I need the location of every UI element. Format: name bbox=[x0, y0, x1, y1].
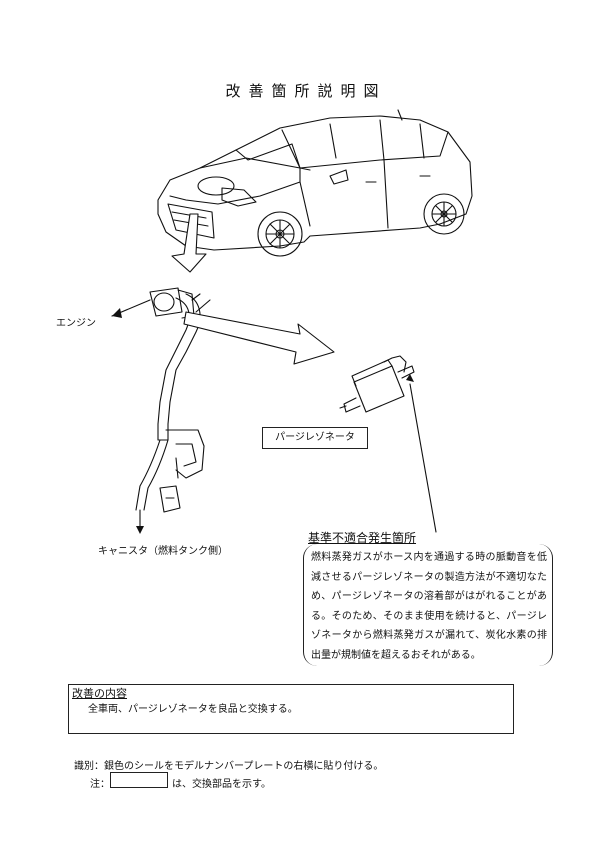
detail-arrow bbox=[183, 311, 335, 365]
part-name-box: パージレゾネータ bbox=[262, 427, 368, 449]
leader-line bbox=[409, 383, 437, 533]
defect-text: 燃料蒸発ガスがホース内を通過する時の脈動音を低減させるパージレゾネータの製造方法… bbox=[311, 552, 547, 661]
canister-label: キャニスタ（燃料タンク側） bbox=[98, 546, 228, 557]
note-prefix: 注： bbox=[90, 779, 110, 790]
improvement-heading: 改善の内容 bbox=[72, 687, 127, 700]
front-wheel bbox=[257, 211, 303, 257]
defect-box bbox=[303, 544, 553, 666]
zoom-arrow bbox=[171, 213, 207, 273]
identification-text: 識別：銀色のシールをモデルナンバープレートの右横に貼り付ける。 bbox=[74, 761, 384, 772]
car-illustration bbox=[157, 109, 473, 251]
engine-label: エンジン bbox=[56, 318, 96, 329]
improvement-box bbox=[68, 684, 514, 734]
page-title: 改善箇所説明図 bbox=[225, 82, 387, 100]
improvement-text: 全車両、パージレゾネータを良品と交換する。 bbox=[88, 704, 298, 715]
rear-wheel bbox=[423, 193, 465, 235]
defect-heading: 基準不適合発生箇所 bbox=[308, 531, 417, 545]
replacement-part-legend-box bbox=[110, 772, 168, 788]
note-suffix: は、交換部品を示す。 bbox=[172, 779, 271, 790]
purge-resonator-part bbox=[339, 355, 415, 413]
